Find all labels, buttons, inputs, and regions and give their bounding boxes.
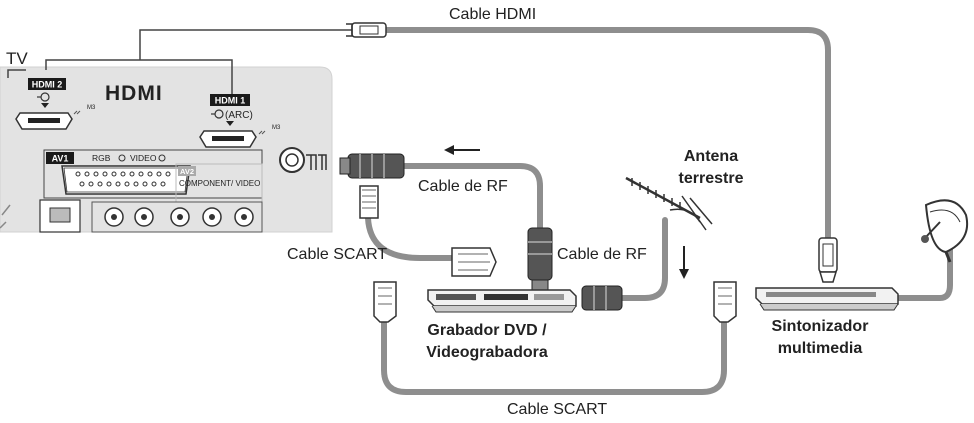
rgb-label: RGB xyxy=(92,153,111,163)
hdmi2-m3-label: M3 xyxy=(87,105,96,111)
hdmi-logo: HDMI xyxy=(105,82,163,105)
av2-label: AV2 xyxy=(180,167,194,176)
terrestrial-antenna-icon xyxy=(625,176,713,231)
rf-plug-tv xyxy=(339,153,405,179)
av1-label: AV1 xyxy=(52,154,69,164)
scart-cable-tv xyxy=(365,215,455,261)
recorder-label-line1: Grabador DVD / xyxy=(427,322,547,339)
scart-plug-tv xyxy=(359,185,379,219)
hdmi1-m3-label: M3 xyxy=(272,125,281,131)
tv-antenna-input xyxy=(279,147,327,173)
dish-cable xyxy=(895,245,953,301)
hdmi-plug-top xyxy=(346,22,387,38)
dvd-recorder-device xyxy=(427,289,577,313)
cable-rf-top-label: Cable de RF xyxy=(418,178,508,195)
antenna-label-line1: Antena xyxy=(683,148,739,165)
tv-label: TV xyxy=(6,49,28,68)
scart-cable-bottom xyxy=(381,315,727,395)
video-label: VIDEO xyxy=(130,153,157,163)
tuner-label-line1: Sintonizador xyxy=(771,318,869,335)
scart-plug-tuner xyxy=(713,281,737,323)
tv-lower-ports xyxy=(0,199,263,233)
hdmi2-label: HDMI 2 xyxy=(32,80,63,90)
arc-label: (ARC) xyxy=(225,110,253,121)
av1-scart-port: AV1 RGB VIDEO xyxy=(43,149,263,199)
arrow-left-icon xyxy=(444,145,480,155)
cable-hdmi-label: Cable HDMI xyxy=(449,6,537,23)
antenna-label: Antena terrestre xyxy=(668,146,754,190)
scart-plug-recorder-bottom xyxy=(373,281,397,323)
rf-plug-recorder xyxy=(527,227,553,291)
tuner-label-line2: multimedia xyxy=(777,340,863,357)
cable-rf-right-label: Cable de RF xyxy=(557,246,647,263)
multimedia-tuner-device xyxy=(755,287,899,311)
hdmi-cable xyxy=(381,27,831,241)
arrow-down-icon xyxy=(679,246,689,279)
hdmi1-port: HDMI 1 (ARC) M3 xyxy=(199,94,281,148)
recorder-label: Grabador DVD / Videograbadora xyxy=(412,320,562,364)
scart-plug-recorder-top xyxy=(451,247,497,277)
satellite-dish-icon xyxy=(921,199,968,263)
hdmi1-label: HDMI 1 xyxy=(215,96,246,106)
hdmi-plug-tuner xyxy=(818,237,838,283)
cables xyxy=(365,27,953,395)
cable-scart-left-label: Cable SCART xyxy=(287,246,388,263)
component-video-label: COMPONENT/ VIDEO xyxy=(179,179,260,188)
antenna-label-line2: terrestre xyxy=(678,170,744,187)
recorder-label-line2: Videograbadora xyxy=(426,344,548,361)
rf-cable-tv xyxy=(397,163,543,231)
cable-scart-bottom-label: Cable SCART xyxy=(507,401,608,418)
hdmi-bracket-line xyxy=(45,29,352,94)
rf-cable-antenna xyxy=(615,217,668,301)
tuner-label: Sintonizador multimedia xyxy=(760,316,880,360)
rf-plug-antenna xyxy=(581,285,623,311)
hdmi2-port: HDMI 2 M3 xyxy=(15,78,96,130)
